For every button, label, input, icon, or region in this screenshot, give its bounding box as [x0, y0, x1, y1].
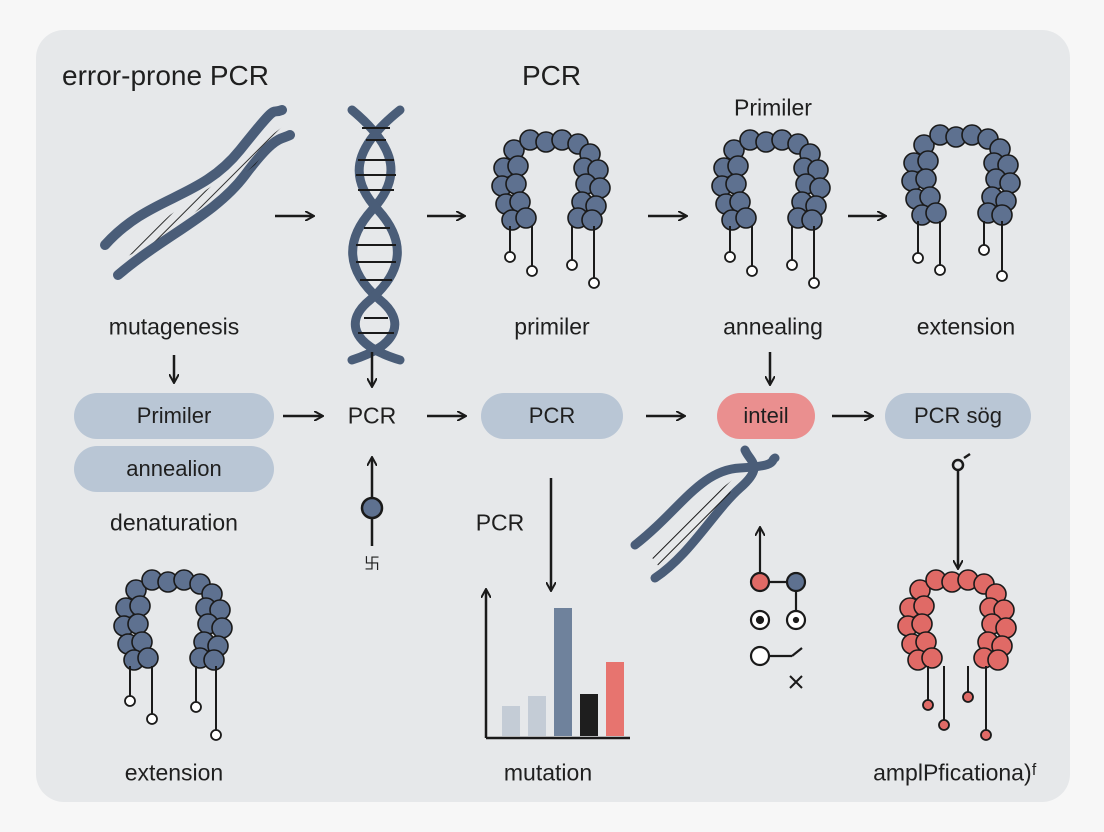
protein-blob-icon [113, 569, 233, 741]
bar-2 [528, 696, 546, 736]
protein-blob-icon [491, 129, 611, 289]
dna-helix-icon [347, 105, 405, 365]
protein-blob-icon [901, 124, 1021, 282]
node-graph-icon [749, 528, 807, 689]
title-error-prone-pcr: error-prone PCR [62, 60, 269, 91]
label-denaturation: denaturation [110, 509, 238, 536]
pill-pcr-sog: PCR sög [885, 393, 1031, 439]
label-mutation: mutation [503, 759, 593, 786]
label-pcr-plain: PCR [347, 402, 397, 429]
label-annealing: annealing [723, 313, 823, 340]
protein-blob-icon [711, 129, 831, 289]
bar-5 [606, 662, 624, 736]
pill-primiler: Primiler [74, 393, 274, 439]
label-extension-top: extension [916, 313, 1016, 340]
label-extension-bottom: extension [124, 759, 224, 786]
protein-blob-icon [897, 569, 1017, 741]
dna-helix-icon [100, 105, 295, 280]
label-amplification: amplPficationa)ᶠ [873, 759, 1037, 786]
pill-inteil: inteil [717, 393, 815, 439]
title-pcr: PCR [522, 60, 582, 91]
label-mutagenesis: mutagenesis [108, 313, 240, 340]
bar-3 [554, 608, 572, 736]
label-primiler-top: Primiler [734, 94, 812, 121]
label-primiler: primiler [514, 313, 590, 340]
dna-helix-icon [630, 445, 780, 583]
bar-4 [580, 694, 598, 736]
pill-pcr: PCR [481, 393, 623, 439]
pill-annealion: annealion [74, 446, 274, 492]
label-pcr-mid: PCR [475, 509, 525, 536]
label-small-glyph: 卐 [363, 556, 381, 573]
node-graph-icon [360, 458, 384, 546]
flow-arrows-down [174, 352, 770, 386]
protein-blob-group [113, 124, 1021, 741]
arrow-to-amplification [951, 452, 971, 568]
bar-1 [502, 706, 520, 736]
bar-chart [486, 590, 630, 740]
